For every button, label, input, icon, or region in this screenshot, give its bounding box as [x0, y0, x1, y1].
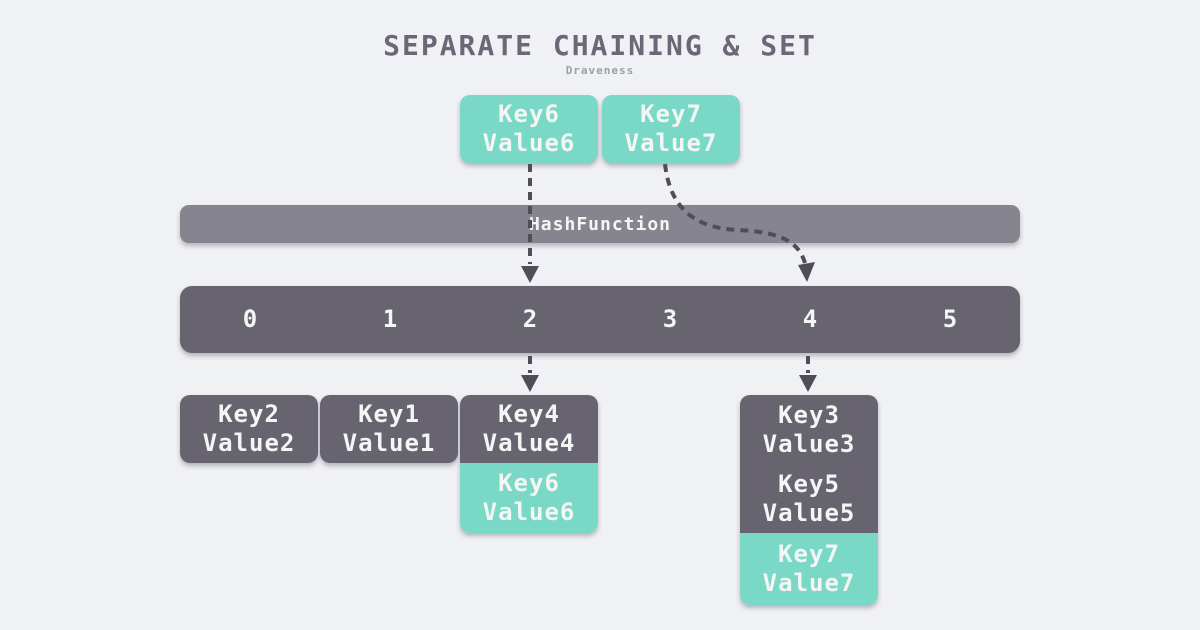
entry-value: Value3 [762, 429, 856, 458]
entry-value: Value1 [342, 429, 436, 457]
entry-key: Key7 [640, 100, 702, 128]
entry-value: Value7 [624, 129, 718, 157]
entry-value: Value6 [482, 129, 576, 157]
entry-value: Value5 [762, 498, 856, 527]
entry-value: Value7 [762, 569, 856, 597]
chain-bucket-4: Key3 Value3 Key5 Value5 Key7 Value7 [740, 395, 878, 605]
entry-key: Key5 [778, 469, 840, 498]
bucket-1: 1 [382, 305, 398, 333]
page-title: SEPARATE CHAINING & SET [383, 29, 817, 62]
bucket-3: 3 [662, 305, 678, 333]
entry-value: Value2 [202, 429, 296, 457]
entry-value: Value6 [482, 498, 576, 526]
bucket-2: 2 [522, 305, 538, 333]
arrowhead-key6 [521, 266, 539, 283]
bucket-4: 4 [802, 305, 818, 333]
chain-entry: Key3 Value3 [740, 395, 878, 464]
chain-entry: Key4 Value4 [460, 395, 598, 463]
arrowhead-bucket4 [799, 375, 817, 392]
arrowhead-key7 [798, 262, 815, 282]
entry-key: Key4 [498, 400, 560, 428]
incoming-entry-key7: Key7 Value7 [602, 95, 740, 163]
entry-key: Key3 [778, 400, 840, 429]
chain-entry: Key1 Value1 [320, 395, 458, 463]
chain-entry: Key2 Value2 [180, 395, 318, 463]
chain-bucket-1: Key1 Value1 [320, 395, 458, 463]
chain-entry-inserted: Key6 Value6 [460, 463, 598, 533]
subtitle-author: Draveness [565, 64, 635, 77]
entry-key: Key1 [358, 400, 420, 428]
chain-entry-inserted: Key7 Value7 [740, 533, 878, 605]
bucket-array: 0 1 2 3 4 5 [180, 286, 1020, 353]
incoming-entry-key6: Key6 Value6 [460, 95, 598, 163]
entry-value: Value4 [482, 429, 576, 457]
entry-key: Key6 [498, 100, 560, 128]
bucket-0: 0 [242, 305, 258, 333]
chain-bucket-0: Key2 Value2 [180, 395, 318, 463]
entry-key: Key2 [218, 400, 280, 428]
entry-key: Key7 [778, 540, 840, 568]
chain-entry: Key5 Value5 [740, 464, 878, 533]
arrowhead-bucket2 [521, 375, 539, 392]
hash-function-bar: HashFunction [180, 205, 1020, 243]
bucket-5: 5 [942, 305, 958, 333]
chain-bucket-2: Key4 Value4 Key6 Value6 [460, 395, 598, 533]
entry-key: Key6 [498, 469, 560, 497]
hash-function-label: HashFunction [528, 213, 672, 235]
